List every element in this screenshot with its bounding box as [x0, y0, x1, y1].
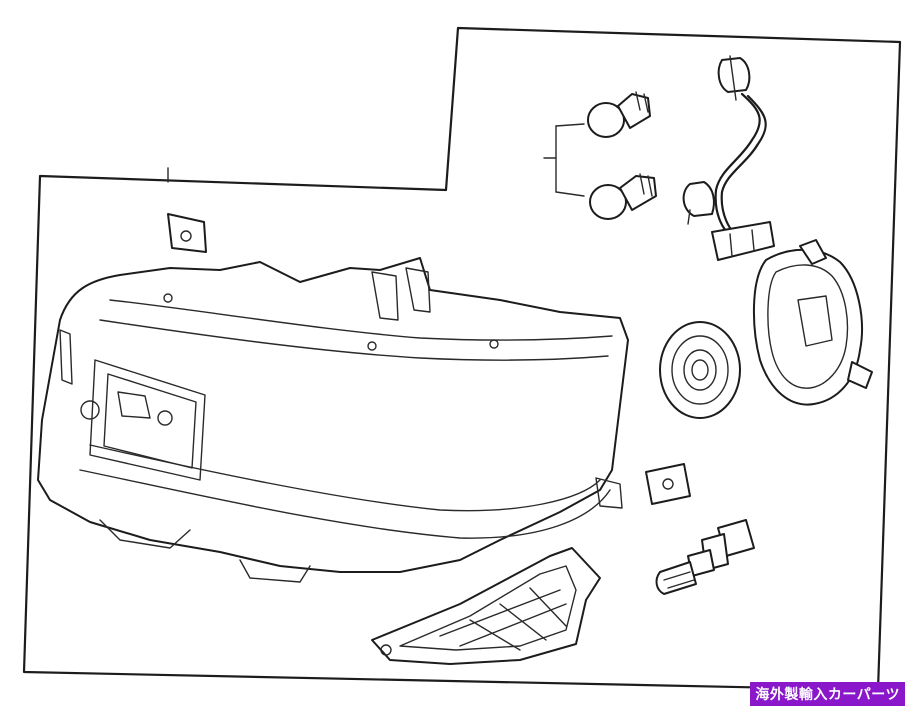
small-bulb-icon [589, 173, 657, 220]
grommet-seal-icon [659, 321, 741, 419]
diagram-frame [22, 26, 902, 692]
watermark-label: 海外製輸入カーパーツ [750, 682, 905, 706]
wiring-harness-icon [682, 55, 775, 261]
mounting-clip-icon [167, 213, 207, 253]
socket-cover-icon [752, 239, 873, 406]
halogen-bulb-icon [655, 519, 755, 595]
small-bulb-icon [587, 91, 651, 138]
mounting-clip-icon [645, 463, 691, 505]
lower-trim-bracket-icon [371, 547, 601, 665]
headlamp-housing-icon [37, 257, 629, 583]
bulb-leader-bracket [543, 123, 585, 197]
